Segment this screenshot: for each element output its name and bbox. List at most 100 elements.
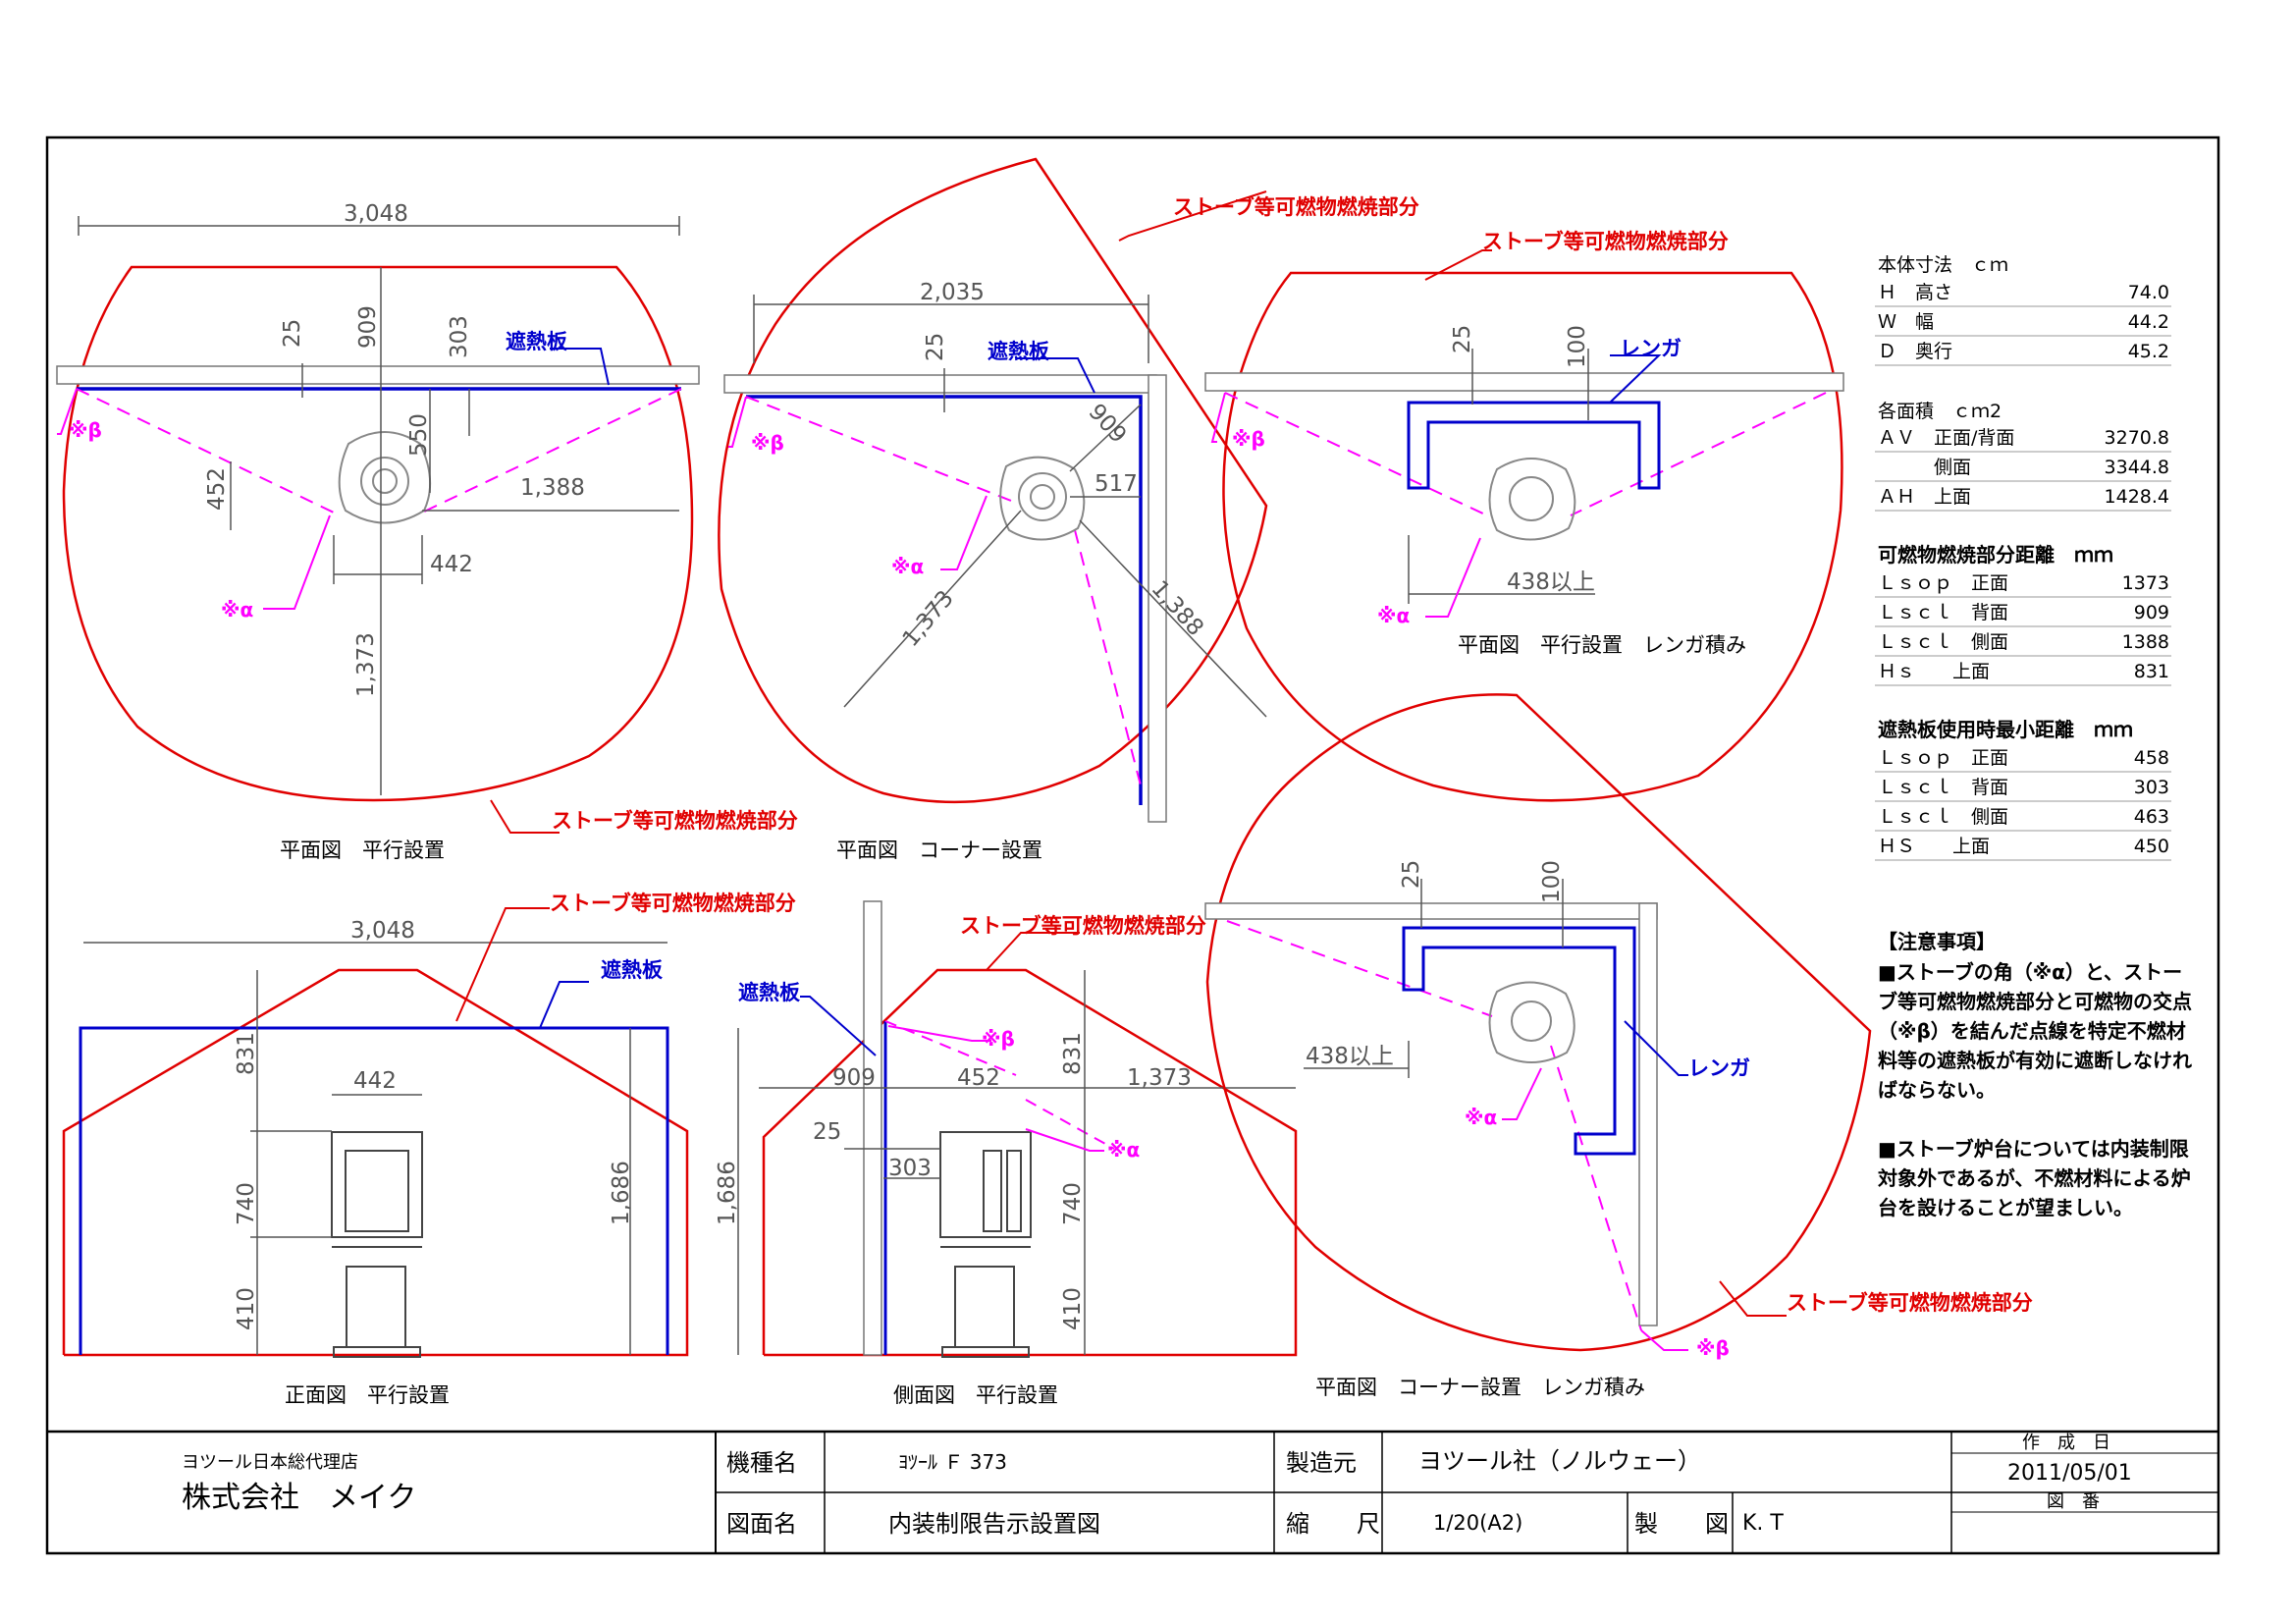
plan-corner-brick-view: 25 100 438以上 ストーブ等可燃物燃焼部分 レンガ ※α ※β 平面図 … (1204, 693, 2033, 1399)
plan-corner-view: 2,035 25 909 517 1,373 1,388 ストーブ等可燃物燃焼部… (718, 157, 1419, 862)
dim-740: 740 (234, 1182, 259, 1225)
sheet-border (45, 135, 2220, 1555)
dim-831: 831 (234, 1032, 259, 1075)
spec-row-key: ＨＳ 上面 (1878, 836, 1990, 857)
drafter-value: K. T (1742, 1511, 1784, 1536)
dim-410: 410 (234, 1287, 259, 1330)
view-title: 平面図 平行設置 (280, 839, 445, 862)
spec-row-value: 909 (2134, 602, 2169, 623)
view-title: 平面図 平行設置 レンガ積み (1458, 633, 1746, 657)
spec-row-value: 303 (2134, 777, 2169, 798)
dim-740: 740 (1060, 1182, 1086, 1225)
dim-438: 438以上 (1306, 1044, 1394, 1069)
number-label: 図 番 (2047, 1491, 2100, 1512)
dim-25: 25 (1450, 325, 1475, 353)
alpha-label: ※α (1465, 1106, 1497, 1129)
note-line: 料等の遮熱板が有効に遮断しなけれ (1878, 1049, 2192, 1072)
note-line: （※β）を結んだ点線を特定不燃材 (1878, 1019, 2186, 1043)
combustion-label: ストーブ等可燃物燃焼部分 (552, 809, 798, 833)
view-title: 正面図 平行設置 (285, 1383, 450, 1407)
drawing-value: 内装制限告示設置図 (888, 1510, 1100, 1538)
dim-25: 25 (923, 333, 948, 361)
spec-row-value: 458 (2134, 747, 2169, 769)
view-title: 側面図 平行設置 (893, 1383, 1058, 1407)
note-line: ■ストーブの角（※α）と、ストー (1878, 960, 2182, 984)
date-value: 2011/05/01 (2007, 1461, 2132, 1486)
dim-3048: 3,048 (344, 201, 408, 227)
alpha-label: ※α (1377, 604, 1410, 627)
alpha-label: ※α (221, 598, 253, 622)
brick-label: レンガ (1688, 1056, 1750, 1080)
spec-title: 可燃物燃焼部分距離 ｍｍ (1878, 543, 2113, 567)
dim-831: 831 (1060, 1032, 1086, 1075)
note-line: ばならない。 (1878, 1078, 1996, 1102)
shield-label: 遮熱板 (601, 958, 664, 982)
spec-title: 遮熱板使用時最小距離 ｍｍ (1878, 718, 2133, 741)
spec-row-value: 1373 (2122, 572, 2169, 594)
dim-100: 100 (1565, 325, 1590, 368)
maker-label: 製造元 (1286, 1449, 1357, 1477)
dim-2035: 2,035 (920, 280, 985, 305)
spec-row-key: Ｌｓｃｌ 背面 (1878, 777, 2008, 798)
spec-row-value: 1428.4 (2105, 486, 2169, 508)
spec-title: 本体寸法 ｃｍ (1878, 254, 2008, 276)
dim-442: 442 (353, 1068, 397, 1094)
spec-row-key: Ｌｓｏｐ 正面 (1878, 747, 2008, 769)
combustion-label: ストーブ等可燃物燃焼部分 (550, 892, 796, 915)
alpha-label: ※α (1107, 1138, 1140, 1162)
beta-label: ※β (69, 418, 102, 442)
brick-label: レンガ (1620, 337, 1682, 360)
note-line: 台を設けることが望ましい。 (1878, 1196, 2133, 1219)
combustion-label: ストーブ等可燃物燃焼部分 (1173, 195, 1419, 219)
dim-303: 303 (447, 315, 472, 358)
beta-label: ※β (1696, 1336, 1730, 1360)
dim-442: 442 (430, 552, 473, 577)
dim-1373: 1,373 (1127, 1065, 1192, 1091)
dim-25: 25 (280, 319, 305, 348)
spec-row-key: 側面 (1878, 457, 1971, 478)
scale-label: 縮 尺 (1286, 1510, 1380, 1538)
spec-row-key: Ｌｓｃｌ 側面 (1878, 631, 2008, 653)
combustion-label: ストーブ等可燃物燃焼部分 (1787, 1291, 2033, 1315)
spec-title: 各面積 ｃｍ2 (1878, 401, 2002, 422)
dim-100: 100 (1539, 860, 1565, 903)
dim-909: 909 (832, 1065, 876, 1091)
beta-label: ※β (982, 1027, 1015, 1051)
dim-3048: 3,048 (350, 918, 415, 944)
combustion-label: ストーブ等可燃物燃焼部分 (1482, 230, 1729, 253)
spec-row-value: 3344.8 (2105, 457, 2169, 478)
plan-parallel-view: 3,048 909 25 303 550 452 1,388 442 1,373… (56, 201, 798, 862)
model-value: ﾖﾂｰﾙ Ｆ 373 (898, 1450, 1007, 1474)
dim-1373: 1,373 (353, 632, 379, 697)
front-parallel-view: 3,048 442 831 740 410 1,686 ストーブ等可燃物燃焼部分… (62, 892, 796, 1407)
drafter-label: 製 図 (1634, 1510, 1729, 1538)
view-title: 平面図 コーナー設置 レンガ積み (1315, 1376, 1645, 1399)
alpha-label: ※α (891, 555, 924, 578)
spec-row-key: Ｈｓ 上面 (1878, 661, 1990, 682)
beta-label: ※β (1232, 427, 1265, 451)
dim-25: 25 (1399, 860, 1424, 889)
spec-row-key: ＡＨ 上面 (1878, 486, 1971, 508)
spec-row-value: 831 (2134, 661, 2169, 682)
dim-1686: 1,686 (609, 1161, 634, 1225)
scale-value: 1/20(A2) (1433, 1511, 1522, 1535)
beta-label: ※β (751, 431, 784, 455)
company-name: 株式会社 メイク (182, 1481, 416, 1515)
model-label: 機種名 (726, 1449, 797, 1477)
view-title: 平面図 コーナー設置 (836, 839, 1042, 862)
shield-label: 遮熱板 (738, 981, 801, 1004)
spec-row-key: ＡＶ 正面/背面 (1878, 427, 2014, 449)
note-line: ブ等可燃物燃焼部分と可燃物の交点 (1878, 990, 2192, 1013)
dim-410: 410 (1060, 1287, 1086, 1330)
dim-25: 25 (813, 1119, 841, 1145)
dim-909: 909 (355, 305, 381, 349)
maker-value: ヨツール社（ノルウェー） (1418, 1447, 1701, 1475)
spec-row-value: 44.2 (2128, 311, 2169, 333)
shield-label: 遮熱板 (988, 340, 1050, 363)
